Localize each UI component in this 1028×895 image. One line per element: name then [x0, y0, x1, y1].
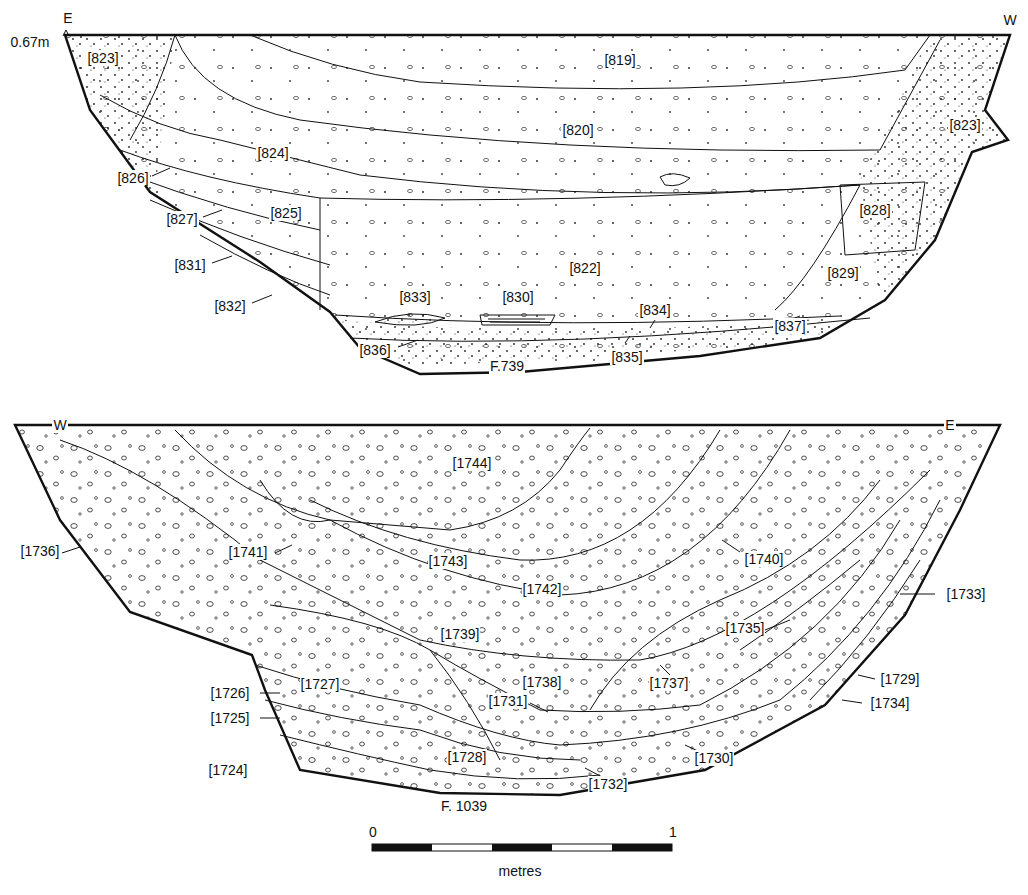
context-label: metres	[498, 863, 543, 879]
context-label: [824]	[256, 145, 289, 161]
context-label: [1724]	[208, 762, 249, 778]
context-label: [823]	[948, 117, 981, 133]
context-label: [1727]	[300, 676, 341, 692]
context-label: [819]	[603, 52, 636, 68]
context-label: [827]	[165, 211, 198, 227]
context-label: [1742]	[522, 581, 563, 597]
context-label: 0	[368, 824, 378, 840]
context-label: [1741]	[228, 544, 269, 560]
context-label: [1726]	[210, 685, 251, 701]
context-label: [832]	[213, 298, 246, 314]
context-label: [1731]	[488, 693, 529, 709]
context-label: [828]	[858, 202, 891, 218]
context-label: [835]	[610, 349, 643, 365]
context-label: E	[62, 10, 73, 26]
context-label: [829]	[826, 265, 859, 281]
context-label: [1744]	[452, 455, 493, 471]
context-label: 1	[668, 824, 678, 840]
scale-bar	[372, 844, 672, 851]
context-label: [826]	[116, 170, 149, 186]
context-label: [1733]	[946, 586, 987, 602]
context-label: [1739]	[440, 626, 481, 642]
context-label: [1743]	[428, 553, 469, 569]
context-label: [1728]	[447, 749, 488, 765]
context-label: E	[944, 417, 955, 433]
context-label: F. 1039	[440, 798, 488, 814]
context-label: [833]	[398, 289, 431, 305]
context-label: [822]	[568, 260, 601, 276]
context-label: W	[1002, 12, 1017, 28]
context-label: [837]	[773, 318, 806, 334]
context-label: F.739	[489, 358, 525, 374]
context-label: [1736]	[20, 543, 61, 559]
context-label: [831]	[173, 257, 206, 273]
context-label: [1740]	[744, 551, 785, 567]
context-label: [1738]	[522, 674, 563, 690]
context-label: 0.67m	[10, 34, 51, 50]
context-label: [1734]	[870, 695, 911, 711]
context-label: [820]	[561, 122, 594, 138]
context-label: [1729]	[880, 671, 921, 687]
context-label: [1730]	[694, 750, 735, 766]
context-label: [1725]	[210, 710, 251, 726]
context-label: W	[52, 417, 67, 433]
context-label: [823]	[86, 50, 119, 66]
context-label: [830]	[501, 289, 534, 305]
context-label: [836]	[358, 342, 391, 358]
context-label: [825]	[269, 205, 302, 221]
context-label: [1735]	[725, 620, 766, 636]
context-label: [1737]	[649, 675, 690, 691]
context-label: [834]	[638, 302, 671, 318]
context-label: [1732]	[588, 776, 629, 792]
